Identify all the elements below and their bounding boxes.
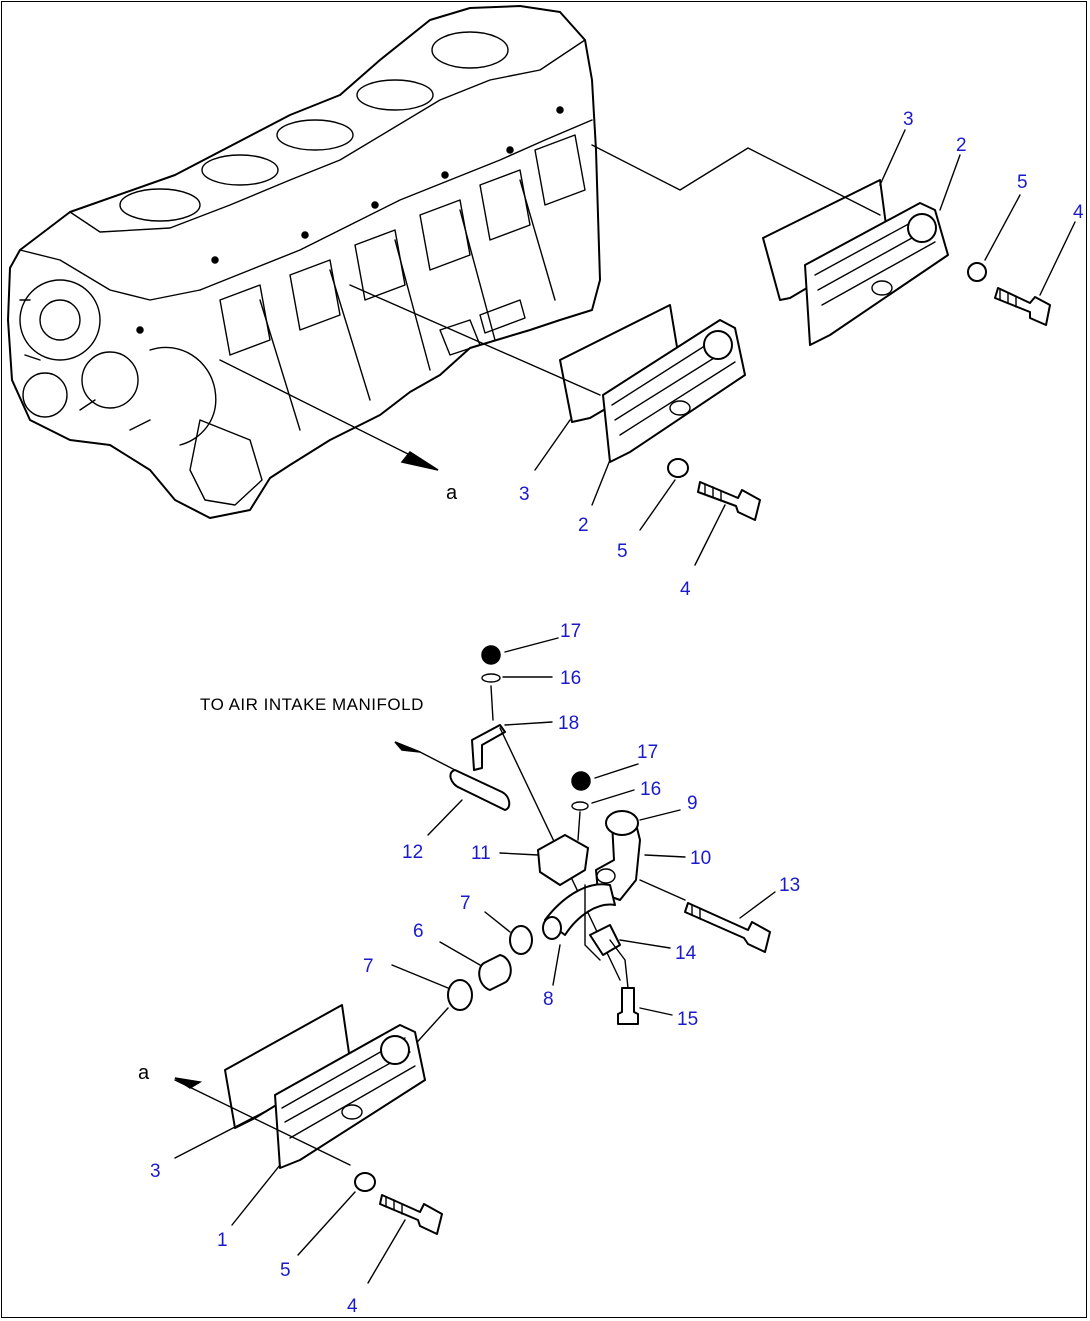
annotation-a-top: a bbox=[446, 482, 458, 504]
caption-air-intake: TO AIR INTAKE MANIFOLD bbox=[200, 695, 424, 714]
bolt-middle bbox=[697, 481, 761, 521]
cap-9 bbox=[605, 810, 639, 836]
callout-17-top: 17 bbox=[560, 621, 581, 642]
callout-17-second: 17 bbox=[637, 742, 658, 763]
callout-1: 1 bbox=[217, 1230, 228, 1251]
callout-15: 15 bbox=[677, 1009, 698, 1030]
callout-12: 12 bbox=[402, 842, 423, 863]
cover-assembly-lower bbox=[174, 1004, 443, 1235]
bolt-right bbox=[994, 287, 1051, 326]
callout-2-right: 2 bbox=[956, 135, 967, 156]
washer-lower bbox=[354, 1172, 376, 1192]
leader-line bbox=[349, 284, 601, 396]
nut-17a bbox=[481, 645, 501, 665]
callout-3-right: 3 bbox=[903, 109, 914, 130]
callout-4-middle: 4 bbox=[680, 579, 691, 600]
callout-9: 9 bbox=[687, 793, 698, 814]
callout-16-top: 16 bbox=[560, 668, 581, 689]
ring-16b bbox=[571, 801, 589, 811]
annotation-a-bottom: a bbox=[138, 1062, 150, 1084]
callout-7-lower: 7 bbox=[363, 956, 374, 977]
cover-assembly-middle bbox=[559, 304, 761, 521]
nut-17b bbox=[571, 771, 591, 791]
bolt-lower bbox=[379, 1194, 443, 1235]
callout-18: 18 bbox=[558, 713, 579, 734]
callout-4-lower: 4 bbox=[347, 1296, 358, 1317]
pipe-assembly bbox=[394, 645, 771, 1051]
callout-leaders bbox=[174, 129, 1076, 1284]
callout-3-middle: 3 bbox=[519, 484, 530, 505]
arrow-a-bottom bbox=[174, 1077, 203, 1089]
arrow-a-top bbox=[400, 451, 439, 471]
engine-block bbox=[7, 5, 601, 519]
leader-line bbox=[219, 359, 411, 456]
callout-14: 14 bbox=[675, 943, 697, 964]
callout-8: 8 bbox=[543, 989, 554, 1010]
callout-2-middle: 2 bbox=[578, 515, 589, 536]
clamp-7b bbox=[447, 979, 473, 1011]
callout-4-right: 4 bbox=[1073, 202, 1084, 223]
bolt-15 bbox=[617, 987, 639, 1025]
callout-11: 11 bbox=[471, 843, 491, 864]
callout-5-right: 5 bbox=[1017, 172, 1028, 193]
bracket-18 bbox=[471, 724, 506, 771]
hose-12 bbox=[449, 769, 511, 811]
leader-line bbox=[591, 144, 881, 216]
body-11 bbox=[537, 834, 589, 886]
clamp-7a bbox=[509, 925, 533, 955]
cover-assembly-right bbox=[762, 179, 1051, 346]
elbow-8 bbox=[544, 883, 616, 936]
washer-right bbox=[967, 262, 987, 282]
ring-16a bbox=[481, 673, 501, 683]
bolt-13 bbox=[684, 902, 771, 953]
bracket-14 bbox=[589, 924, 621, 956]
washer-middle bbox=[667, 458, 689, 478]
callout-5-lower: 5 bbox=[280, 1260, 291, 1281]
callout-10: 10 bbox=[690, 848, 711, 869]
callout-7-upper: 7 bbox=[460, 893, 471, 914]
hose-6 bbox=[478, 954, 512, 991]
callout-6: 6 bbox=[413, 921, 424, 942]
callout-3-lower: 3 bbox=[150, 1161, 161, 1182]
callout-13: 13 bbox=[779, 875, 800, 896]
callout-5-middle: 5 bbox=[617, 541, 628, 562]
callout-16-second: 16 bbox=[640, 779, 661, 800]
